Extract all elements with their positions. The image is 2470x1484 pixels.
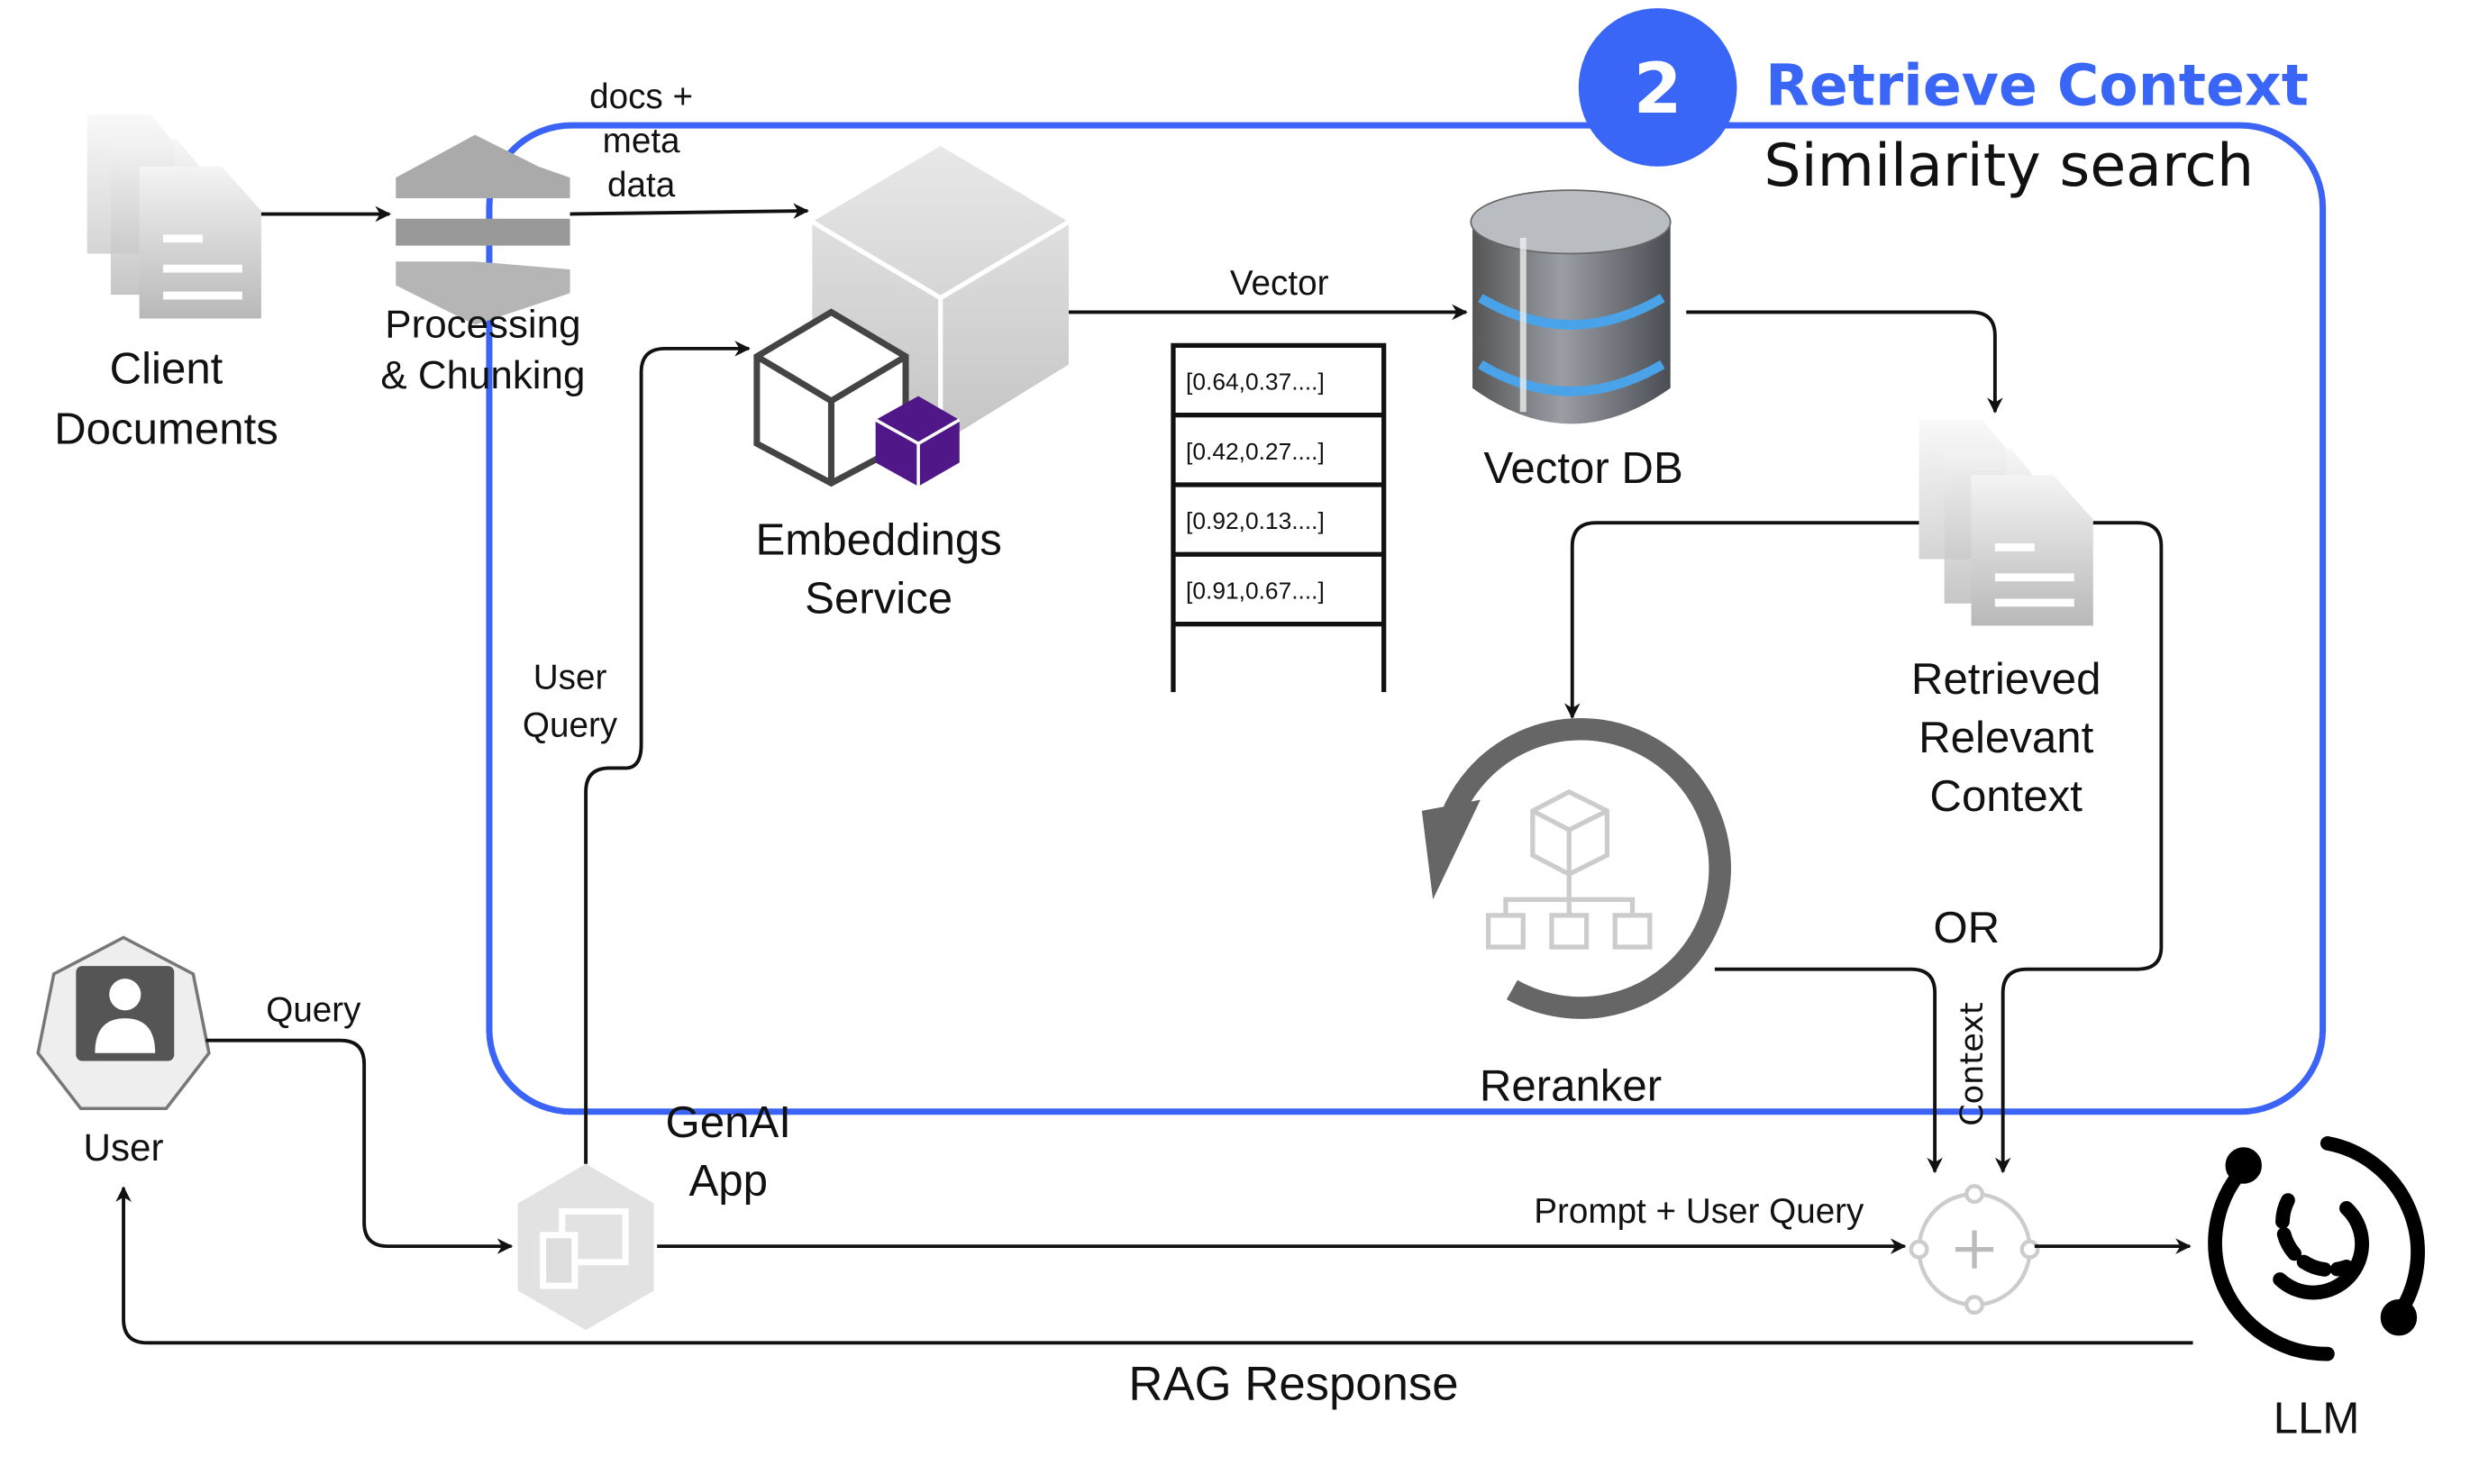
combine-icon [1909,1184,2040,1316]
rag-response-arrow [115,1186,2193,1345]
or-label: OR [1933,903,2000,952]
vector-label: Vector [1230,264,1329,303]
vector-row: [0.91,0.67....] [1186,577,1325,604]
processing-label: Processing& Chunking [380,303,585,397]
embeddings-service-icon [753,145,1071,487]
user-icon [36,935,211,1111]
user-label: User [84,1126,164,1169]
llm-icon [2208,1136,2425,1361]
section-subtitle: Similarity search [1764,132,2254,200]
reranker-to-combiner-arrow [1714,967,1943,1174]
db-to-retrieved-arrow [1686,310,2003,414]
section-title: Retrieve Context [1765,51,2309,118]
step-badge [1578,8,1737,167]
llm-label: LLM [2274,1393,2360,1443]
retrieve-context-region [486,122,2327,1115]
app-to-embeddings-arrow [584,341,751,1164]
reranker-icon [1421,717,1731,1019]
database-icon [1470,189,1672,424]
processing-to-embeddings-arrow [570,203,809,220]
retrieved-to-reranker-arrow [1563,521,1919,720]
vector-table [1171,342,1387,693]
retrieved-documents-icon [1919,419,2093,626]
vector-row: [0.42,0.27....] [1186,438,1325,465]
documents-icon [87,114,261,319]
vector-row: [0.92,0.13....] [1186,507,1325,534]
prompt-label: Prompt + User Query [1534,1192,1864,1231]
reranker-label: Reranker [1480,1061,1662,1110]
rag-response-label: RAG Response [1128,1358,1458,1411]
context-label: Context [1954,1002,1991,1126]
query-label: Query [266,991,361,1030]
step-number: 2 [1634,49,1682,130]
vector-row: [0.64,0.37....] [1186,369,1325,396]
processing-chunking-icon [396,134,570,325]
user-to-app-arrow [205,1038,514,1254]
vector-db-label: Vector DB [1483,443,1682,493]
genai-app-icon [517,1163,654,1331]
retrieved-to-combiner-arrow [1994,521,2164,1174]
